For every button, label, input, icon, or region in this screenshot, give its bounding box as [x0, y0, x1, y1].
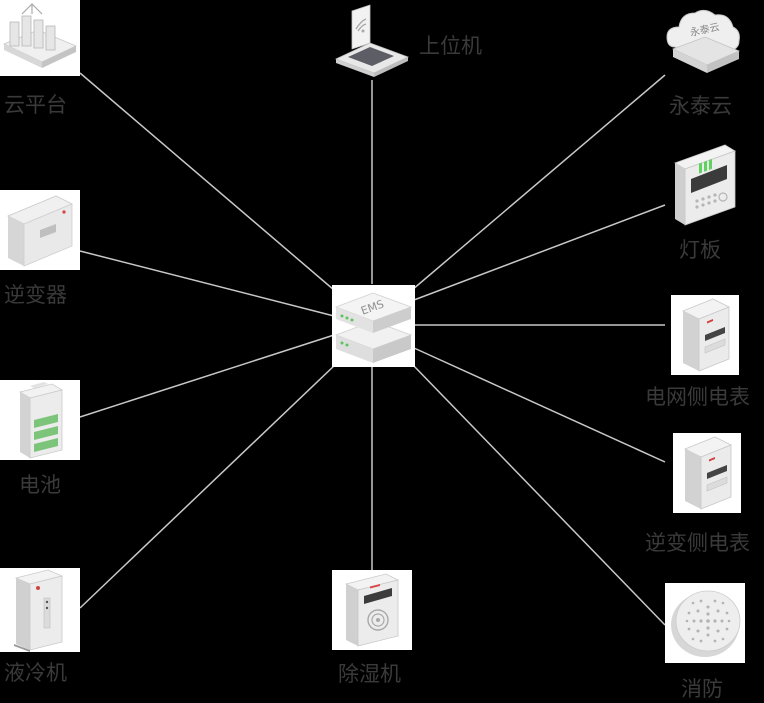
label-yongtai-cloud: 永泰云	[669, 94, 732, 118]
ems-server-icon: EMS	[332, 285, 415, 367]
cloud-icon: 永泰云	[666, 9, 741, 73]
smoke-detector-icon	[665, 583, 745, 663]
label-light-panel: 灯板	[679, 238, 721, 262]
label-cloud-platform: 云平台	[4, 93, 67, 117]
label-battery: 电池	[19, 473, 61, 497]
device-host-computer	[332, 3, 412, 79]
device-fire-protection	[665, 583, 745, 663]
cloud-platform-icon	[0, 0, 80, 76]
link-inverter-meter	[413, 347, 666, 463]
device-inverter	[0, 190, 80, 270]
link-cloud-platform	[79, 72, 335, 291]
device-yongtai-cloud: 永泰云	[663, 3, 743, 79]
link-light-panel	[413, 204, 666, 301]
device-cloud-platform	[0, 0, 80, 76]
label-inverter: 逆变器	[4, 283, 67, 307]
device-grid-meter	[671, 295, 739, 375]
label-liquid-cooler: 液冷机	[4, 661, 67, 685]
inverter-icon	[0, 190, 80, 270]
battery-icon	[0, 380, 80, 460]
label-host-computer: 上位机	[419, 34, 482, 58]
label-grid-meter: 电网侧电表	[645, 385, 750, 409]
label-dehumidifier: 除湿机	[338, 662, 401, 686]
label-inverter-meter: 逆变侧电表	[645, 531, 750, 555]
device-light-panel	[665, 143, 737, 227]
device-battery	[0, 380, 80, 460]
link-liquid-cooler	[79, 363, 337, 609]
link-fire-protection	[411, 363, 666, 626]
device-dehumidifier	[332, 570, 412, 650]
cooler-icon	[0, 568, 80, 652]
device-inverter-meter	[673, 433, 741, 513]
label-fire-protection: 消防	[681, 677, 723, 701]
ems-hub: EMS	[332, 285, 415, 367]
link-inverter	[79, 250, 335, 317]
panel-icon	[674, 144, 736, 226]
meter-icon	[673, 433, 741, 513]
dehumidifier-icon	[332, 570, 412, 650]
laptop-icon	[334, 4, 410, 77]
link-yongtai-cloud	[411, 74, 666, 291]
device-liquid-cooler	[0, 568, 80, 652]
link-battery	[79, 334, 335, 418]
meter-icon	[671, 295, 739, 375]
